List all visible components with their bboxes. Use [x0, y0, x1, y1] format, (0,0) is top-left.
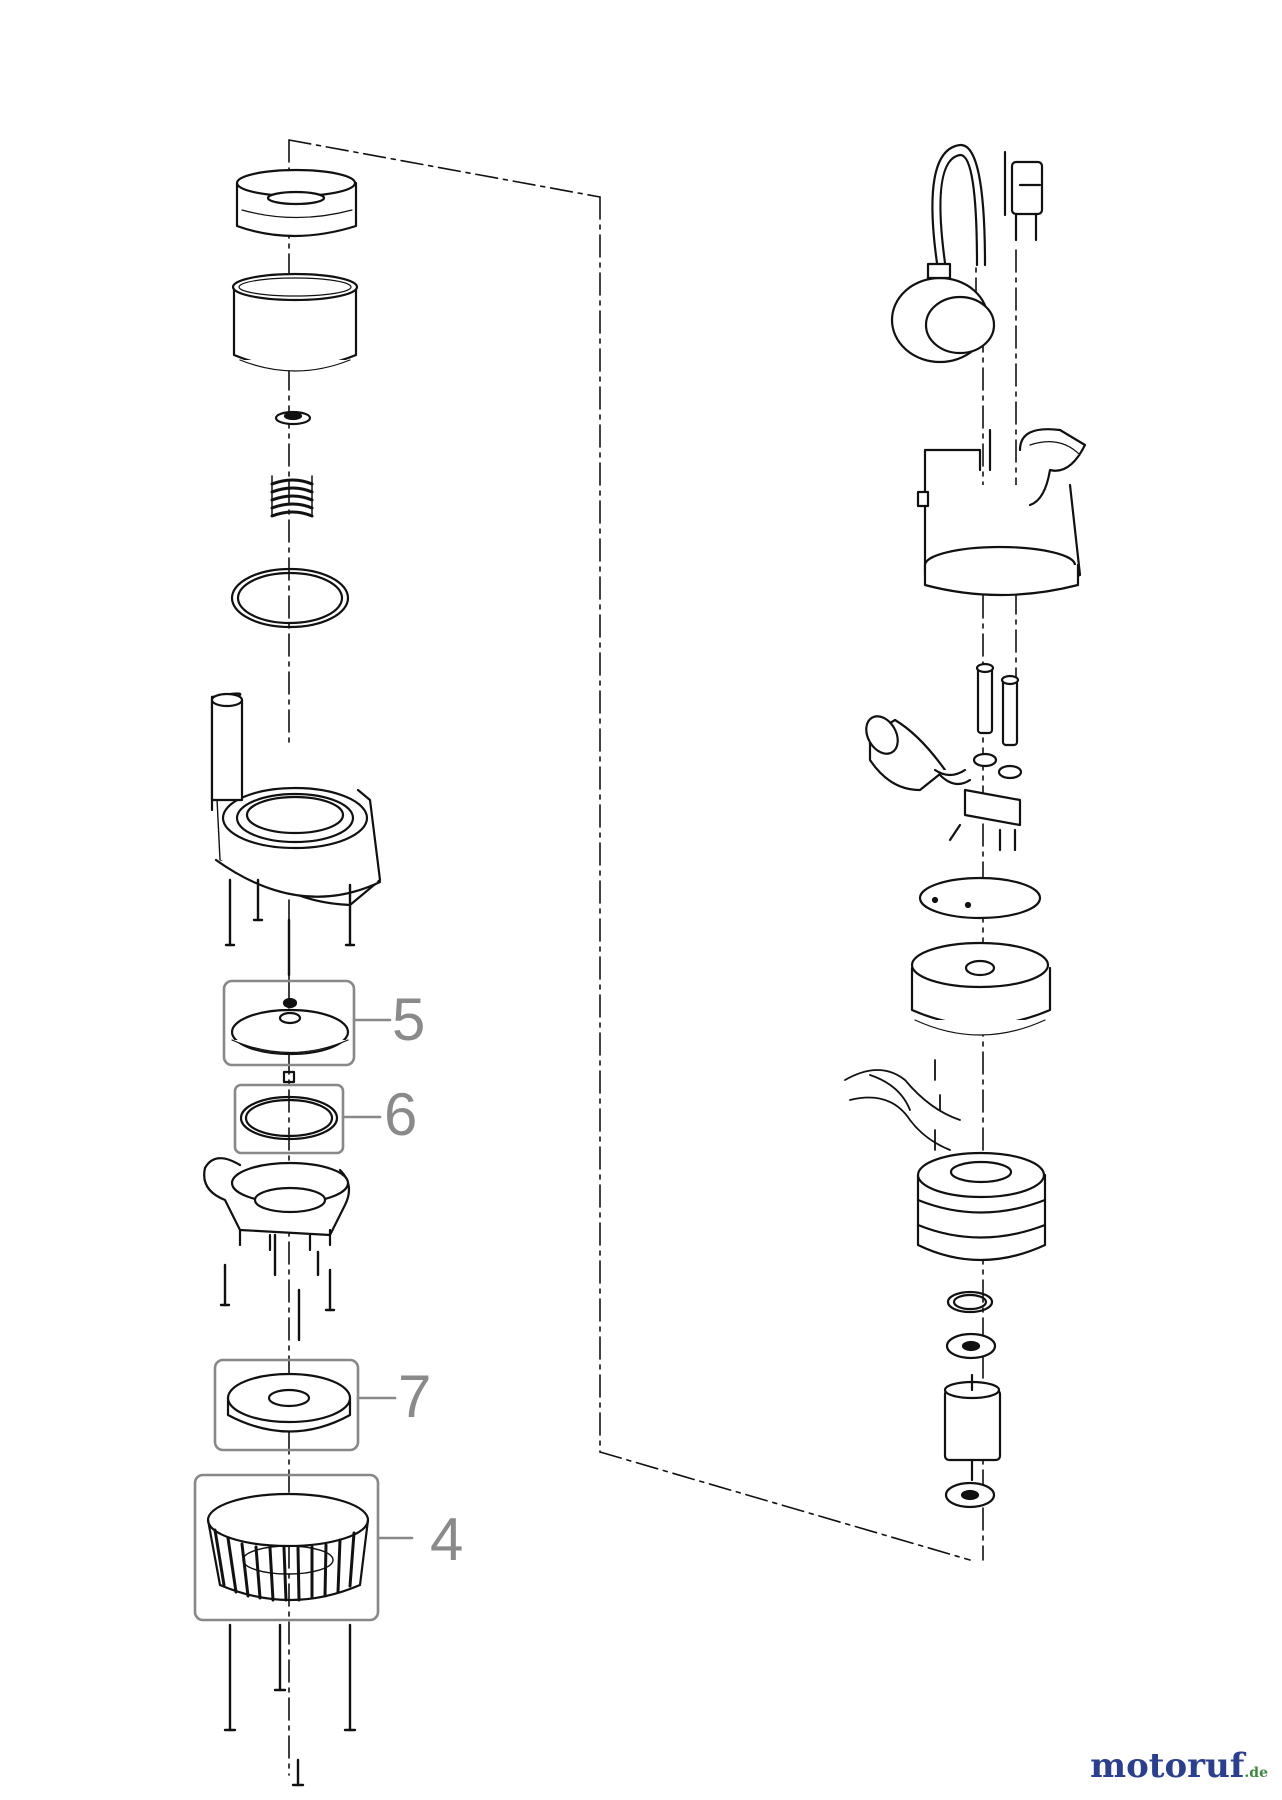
bearing-lower — [944, 1481, 996, 1509]
assembly-guide-lines — [288, 139, 1017, 1776]
pump-base-housing — [203, 1157, 351, 1252]
stator — [916, 1151, 1047, 1262]
bearing-upper — [945, 1332, 997, 1360]
capacitor — [865, 715, 972, 792]
stator-wires — [844, 1059, 961, 1151]
callout-5: 5 — [392, 986, 426, 1053]
gasket-plate — [918, 876, 1042, 920]
base-screws — [219, 1233, 336, 1342]
logo-tld: .de — [1244, 1765, 1268, 1781]
strainer-cap — [235, 168, 358, 238]
callout-6: 6 — [384, 1081, 418, 1148]
logo-name: motoruf — [1090, 1746, 1245, 1786]
part-4-strainer-base — [193, 1473, 414, 1622]
callout-7: 7 — [398, 1363, 432, 1430]
o-ring-large — [230, 567, 350, 629]
rotor — [943, 1373, 1002, 1482]
part-6-ring — [233, 1070, 382, 1155]
motor-cover — [910, 941, 1052, 1036]
seal-ring — [946, 1290, 994, 1314]
strainer-screws — [223, 1623, 357, 1787]
callout-4: 4 — [430, 1506, 464, 1573]
motor-bolts — [975, 662, 1020, 747]
float-switch — [890, 143, 996, 364]
pump-upper-housing — [210, 692, 382, 907]
terminal-block — [948, 752, 1023, 852]
housing-screws — [224, 878, 356, 977]
spring — [270, 475, 314, 518]
filter-cup — [231, 272, 359, 372]
small-washer — [274, 410, 312, 426]
motor-housing — [916, 428, 1087, 597]
power-plug — [1003, 150, 1044, 242]
part-5-disc — [222, 979, 392, 1067]
part-7-spacer-disc — [213, 1358, 397, 1452]
brand-logo: motoruf.de — [1090, 1746, 1268, 1786]
